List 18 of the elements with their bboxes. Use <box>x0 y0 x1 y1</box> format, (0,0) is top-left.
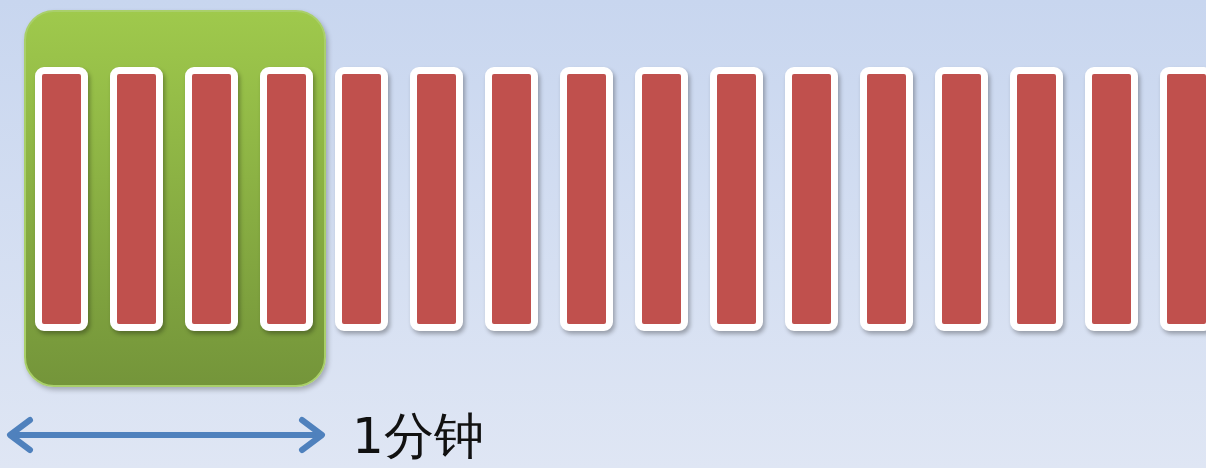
bar <box>785 67 838 331</box>
bar <box>35 67 88 331</box>
bar <box>260 67 313 331</box>
bar <box>185 67 238 331</box>
bar <box>560 67 613 331</box>
bar <box>1010 67 1063 331</box>
bar <box>860 67 913 331</box>
bar <box>410 67 463 331</box>
bar <box>335 67 388 331</box>
dimension-label: 1分钟 <box>352 406 484 467</box>
bar <box>110 67 163 331</box>
bar <box>635 67 688 331</box>
bar <box>1160 67 1206 331</box>
bar <box>935 67 988 331</box>
rounded-box <box>24 10 326 387</box>
bar <box>710 67 763 331</box>
bar <box>1085 67 1138 331</box>
bar <box>485 67 538 331</box>
